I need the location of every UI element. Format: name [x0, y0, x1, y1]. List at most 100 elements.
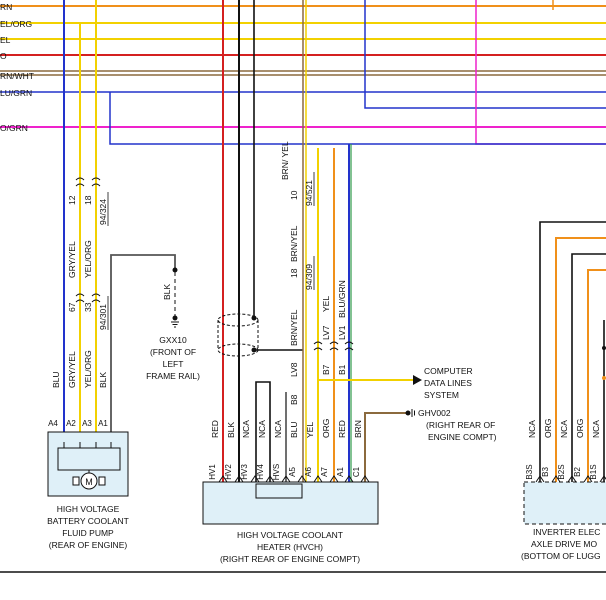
- ground-gxx10: BLK GXX10 (FRONT OF LEFT FRAME RAIL): [146, 267, 200, 381]
- heater-caption: HIGH VOLTAGE COOLANT HEATER (HVCH) (RIGH…: [220, 530, 360, 564]
- pump-wires: [63, 0, 176, 432]
- heater-break-marks: [313, 341, 354, 351]
- data-lines-line: SYSTEM: [424, 390, 459, 400]
- top-wire-label: LU/GRN: [0, 88, 32, 98]
- heater-caption-line: (RIGHT REAR OF ENGINE COMPT): [220, 554, 360, 564]
- heater-wire-label: BRN: [353, 420, 363, 438]
- heater-wire-label: ORG: [321, 419, 331, 438]
- ground-caption-line: (FRONT OF: [150, 347, 196, 357]
- pump-pin: A3: [82, 419, 92, 428]
- heater-pin: A1: [336, 467, 345, 477]
- heater-wire-label: NCA: [273, 420, 283, 438]
- data-lines-line: DATA LINES: [424, 378, 472, 388]
- inverter-caption-line: AXLE DRIVE MO: [531, 539, 598, 549]
- pump-break-marks: [75, 177, 101, 303]
- inverter-wire-label: ORG: [543, 419, 553, 438]
- heater-upper-pin: LV8: [289, 362, 299, 377]
- heater-ref10: 94/521: [304, 180, 314, 206]
- heater-wire-label: BLK: [226, 422, 236, 438]
- heater-caption-line: HEATER (HVCH): [257, 542, 323, 552]
- heater-caption-line: HIGH VOLTAGE COOLANT: [237, 530, 343, 540]
- heater-wire-label: YEL: [305, 422, 315, 438]
- top-wire-label: RN/WHT: [0, 71, 34, 81]
- pump-cavity: 18: [83, 195, 93, 205]
- inverter-wires: [539, 221, 606, 482]
- pump-wire-labels: BLU GRY/YEL YEL/ORG BLK GRY/YEL YEL/ORG …: [51, 195, 108, 388]
- pump-wire-label: GRY/YEL: [67, 351, 77, 388]
- heater-pin: HV1: [208, 464, 217, 480]
- splice-dot: [251, 347, 257, 353]
- ground-caption-line: FRAME RAIL): [146, 371, 200, 381]
- heater-cav18: 18: [289, 268, 299, 278]
- pump-caption: HIGH VOLTAGE BATTERY COOLANT FLUID PUMP …: [47, 504, 129, 550]
- motor-icon: [80, 472, 98, 490]
- heater-inline-pin: B1: [337, 364, 347, 375]
- top-wire-label: O/GRN: [0, 123, 28, 133]
- heater-module: [202, 481, 379, 525]
- heater-pin: A6: [304, 467, 313, 477]
- inverter-pin: B2: [573, 467, 582, 477]
- heater-upper-wire: BLU/GRN: [337, 280, 347, 318]
- pump-pin: A4: [48, 419, 58, 428]
- pump-cavity: 33: [83, 302, 93, 312]
- heater-pin: HV3: [240, 464, 249, 480]
- heater-inline-pin: B7: [321, 364, 331, 375]
- pump-cavity: 67: [67, 302, 77, 312]
- pump-module: M: [47, 431, 129, 497]
- heater-wire18: BRN/YEL: [289, 225, 299, 262]
- pump-ref-top: 94/324: [98, 199, 108, 225]
- inverter-connector: B3S B3 B2S B2 B1S: [525, 464, 606, 483]
- heater-pin: HVS: [272, 464, 281, 480]
- inverter-wire-labels: NCA ORG NCA ORG NCA: [527, 419, 601, 438]
- pump-caption-line: (REAR OF ENGINE): [49, 540, 128, 550]
- pump-ref-mid: 94/301: [98, 304, 108, 330]
- heater-cav10: 10: [289, 190, 299, 200]
- ground-wire-label: BLK: [162, 284, 172, 300]
- right-bus-returns: [109, 0, 606, 145]
- heater-pin: C1: [352, 466, 361, 477]
- inverter-module: [523, 481, 606, 525]
- heater-wires: [222, 0, 413, 482]
- inverter-wire-label: NCA: [591, 420, 601, 438]
- pump-wire-label: YEL/ORG: [83, 350, 93, 388]
- inverter-caption: INVERTER ELEC AXLE DRIVE MO (BOTTOM OF L…: [521, 527, 601, 561]
- inverter-pin: B1S: [589, 464, 598, 479]
- heater-inline-pin: B8: [289, 394, 299, 405]
- inverter-caption-line: INVERTER ELEC: [533, 527, 600, 537]
- pump-wire-label: GRY/YEL: [67, 241, 77, 278]
- heater-pin: A7: [320, 467, 329, 477]
- ground-id: GXX10: [159, 335, 187, 345]
- heater-pin: A5: [288, 467, 297, 477]
- ground-caption-line: LEFT: [163, 359, 184, 369]
- heater-wire10: BRN/ YEL: [280, 141, 290, 180]
- inverter-caption-line: (BOTTOM OF LUGG: [521, 551, 601, 561]
- heater-wire-label: BLU: [289, 421, 299, 438]
- top-wire-label: EL/ORG: [0, 19, 32, 29]
- heater-upper-wire: YEL: [321, 296, 331, 312]
- top-wire-label: EL: [0, 35, 11, 45]
- ref-underlines: [107, 172, 315, 330]
- inverter-wire-label: NCA: [559, 420, 569, 438]
- pump-pin: A2: [66, 419, 76, 428]
- heater-upper-pin: LV1: [337, 325, 347, 340]
- ground-ghv002: GHV002 (RIGHT REAR OF ENGINE COMPT): [405, 408, 497, 442]
- inverter-wire-label: ORG: [575, 419, 585, 438]
- inverter-pin: B3: [541, 467, 550, 477]
- heater-wire-label: RED: [337, 420, 347, 438]
- shield-ellipses: [217, 313, 259, 357]
- heater-upper-wire: BRN/YEL: [289, 309, 299, 346]
- top-wire-labels: RN EL/ORG EL O RN/WHT LU/GRN O/GRN: [0, 2, 34, 133]
- heater-wire-label: RED: [210, 420, 220, 438]
- pump-caption-line: FLUID PUMP: [62, 528, 114, 538]
- inverter-pin: B2S: [557, 464, 566, 479]
- pump-caption-line: BATTERY COOLANT: [47, 516, 129, 526]
- splice-dot: [251, 315, 257, 321]
- ground2-caption-line: ENGINE COMPT): [428, 432, 497, 442]
- data-lines-arrow: COMPUTER DATA LINES SYSTEM: [413, 366, 473, 400]
- heater-pin: HV4: [256, 464, 265, 480]
- top-wire-label: RN: [0, 2, 12, 12]
- heater-upper-pin: LV7: [321, 325, 331, 340]
- pump-wire-label: BLU: [51, 371, 61, 388]
